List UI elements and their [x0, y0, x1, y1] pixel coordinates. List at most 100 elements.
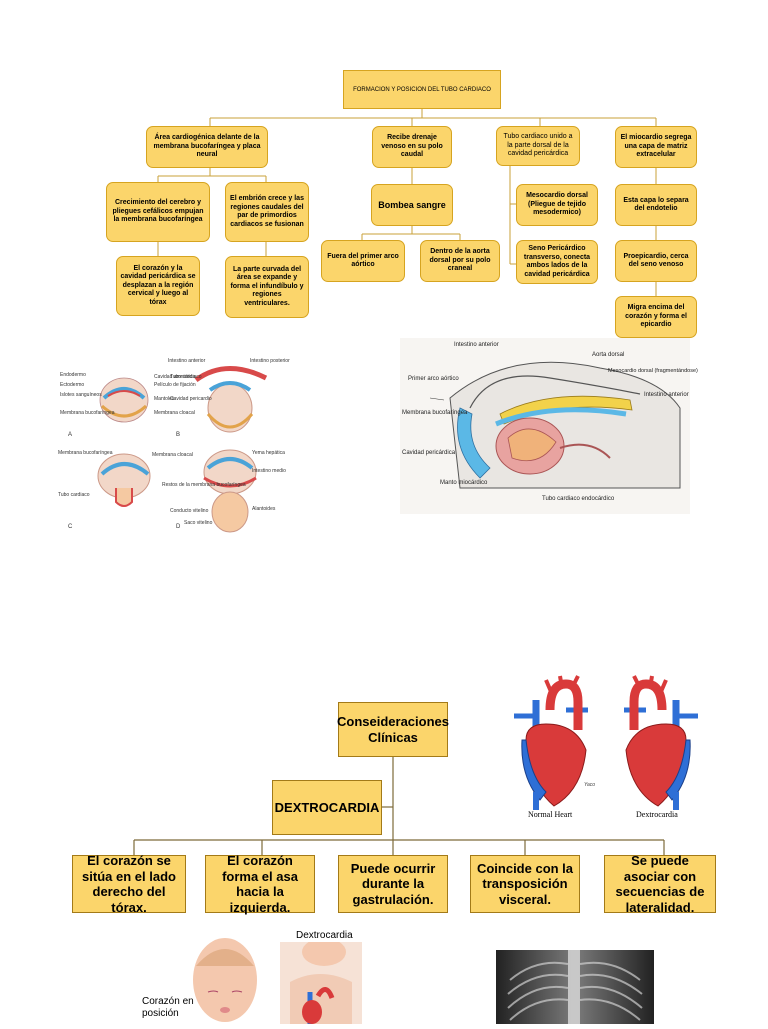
col2-head-text: Recibe drenaje venoso en su polo caudal — [381, 134, 443, 159]
dextrocardia-box: DEXTROCARDIA — [272, 780, 382, 835]
col1-head: Área cardiogénica delante de la membrana… — [146, 126, 268, 168]
label-tubo-cardiaco-c: Tubo cardiaco — [58, 492, 90, 498]
col2-right: Dentro de la aorta dorsal por su polo cr… — [420, 240, 500, 282]
label-intestino-anterior-b: Intestino anterior — [168, 358, 206, 364]
col1-left1: Crecimiento del cerebro y pliegues cefál… — [106, 182, 210, 242]
letter-d: D — [176, 524, 181, 530]
letter-a: A — [68, 432, 73, 438]
col4-head-text: El miocardio segrega una capa de matriz … — [620, 134, 692, 159]
label-manto-miocardico: Manto miocárdico — [440, 480, 488, 486]
clinical-item-1: El corazón se sitúa en el lado derecho d… — [72, 853, 186, 915]
artist-signature: Yaco — [584, 782, 596, 788]
chart-title-box: FORMACION Y POSICION DEL TUBO CARDIACO — [343, 70, 501, 109]
col2-left: Fuera del primer arco aórtico — [321, 240, 405, 282]
label-islotes: Islotes sanguíneos — [60, 392, 102, 398]
section-drawing — [429, 361, 681, 489]
label-intestino-anterior-top: Intestino anterior — [454, 342, 499, 348]
col3-head: Tubo cardiaco unido a la parte dorsal de… — [496, 126, 580, 166]
label-intestino-posterior: Intestino posterior — [250, 358, 290, 364]
label-membrana-a: Membrana bucofaríngea — [60, 410, 115, 416]
label-membrana-cloacal-a: Membrana cloacal — [154, 410, 195, 416]
col4-head: El miocardio segrega una capa de matriz … — [615, 126, 697, 168]
label-mantoles: Mantoles — [154, 396, 175, 402]
label-saco-vitelino: Saco vitelino — [184, 520, 213, 526]
normal-heart-label: Normal Heart — [528, 810, 573, 819]
col4-b2-text: Proepicardio, cerca del seno venoso — [623, 252, 689, 269]
xray-image — [496, 950, 654, 1024]
col4-b1: Esta capa lo separa del endotelio — [615, 184, 697, 226]
label-membrana-c: Membrana bucofaríngea — [58, 450, 113, 456]
col1-left2-text: El corazón y la cavidad pericárdica se d… — [120, 264, 196, 306]
dextro-heart-label: Dextrocardia — [636, 810, 678, 819]
label-alantoides: Alantoides — [252, 506, 276, 512]
label-endodermo: Endodermo — [60, 372, 86, 378]
label-tubo-cardiaco-b: Tubo cardiaco — [170, 374, 202, 380]
label-ectodermo: Ectodermo — [60, 382, 85, 388]
label-yema-hepatica: Yema hepática — [252, 450, 285, 456]
col1-head-text: Área cardiogénica delante de la membrana… — [153, 134, 261, 159]
baby-dextro-image — [280, 938, 362, 1024]
label-tubo-endocardico: Tubo cardiaco endocárdico — [542, 496, 615, 502]
clinical-item-3: Puede ocurrir durante la gastrulación. — [338, 855, 448, 913]
label-intestino-medio: Intestino medio — [252, 468, 286, 474]
label-mesocardio-dorsal: Mesocardio dorsal (fragmentándose) — [608, 368, 698, 374]
clinical-item-4-text: Coincide con la transposición visceral. — [476, 860, 574, 907]
col3-b1: Mesocardio dorsal (Pliegue de tejido mes… — [516, 184, 598, 226]
col3-b2-text: Seno Pericárdico transverso, conecta amb… — [523, 245, 591, 278]
col1-right2-text: La parte curvada del área se expande y f… — [230, 265, 304, 307]
col3-b2: Seno Pericárdico transverso, conecta amb… — [516, 240, 598, 284]
dextrocardia-label: DEXTROCARDIA — [274, 799, 380, 815]
baby-dextro-drawing — [280, 938, 362, 1024]
embryo-drawing — [97, 366, 268, 533]
clinical-item-2-text: El corazón forma el asa hacia la izquier… — [222, 853, 298, 915]
label-conducto-vitelino: Conducto vitelino — [170, 508, 209, 514]
label-membrana-cloacal-c: Membrana cloacal — [152, 452, 193, 458]
label-cavidad-amniotica: Cavidad amniótica — [154, 374, 196, 380]
col2-right-text: Dentro de la aorta dorsal por su polo cr… — [429, 248, 491, 273]
col3-b1-text: Mesocardio dorsal (Pliegue de tejido mes… — [526, 192, 588, 217]
col4-b2: Proepicardio, cerca del seno venoso — [615, 240, 697, 282]
letter-c: C — [68, 524, 73, 530]
label-cavidad-pericardio-b: Cavidad pericardio — [170, 396, 212, 402]
section-figure: Intestino anterior Aorta dorsal Mesocard… — [400, 338, 698, 514]
col1-left1-text: Crecimiento del cerebro y pliegues cefál… — [112, 199, 204, 224]
heart-figure: Normal Heart Dextrocardia Yaco — [496, 668, 718, 830]
col1-left2: El corazón y la cavidad pericárdica se d… — [116, 256, 200, 316]
col2-mid-text: Bombea sangre — [378, 199, 446, 210]
chart-title: FORMACION Y POSICION DEL TUBO CARDIACO — [353, 86, 491, 93]
label-primer-arco: Primer arco aórtico — [408, 376, 459, 382]
clinical-item-4: Coincide con la transposición visceral. — [470, 855, 580, 913]
baby-normal-image — [190, 936, 260, 1024]
label-aorta-dorsal: Aorta dorsal — [592, 352, 625, 358]
clinical-item-5: Se puede asociar con secuencias de later… — [604, 853, 716, 915]
baby-normal-label: Corazón en posición — [142, 996, 194, 1019]
heart-drawing — [514, 675, 698, 810]
col4-b1-text: Esta capa lo separa del endotelio — [623, 196, 689, 213]
clinical-item-1-text: El corazón se sitúa en el lado derecho d… — [82, 853, 176, 915]
xray-drawing — [496, 950, 654, 1024]
label-cavidad-pericardica: Cavidad pericárdica — [402, 450, 456, 456]
col1-right2: La parte curvada del área se expande y f… — [225, 256, 309, 318]
baby-normal-drawing — [193, 938, 257, 1022]
letter-b: B — [176, 432, 181, 438]
clinical-item-3-text: Puede ocurrir durante la gastrulación. — [350, 860, 436, 907]
embryo-figure: Endodermo Ectodermo Islotes sanguíneos M… — [54, 352, 290, 540]
label-restos: Restos de la membrana bucofaríngea — [162, 482, 246, 488]
label-peliculo: Películo de fijación — [154, 382, 196, 388]
col4-b3-text: Migra encima del corazón y forma el epic… — [625, 304, 687, 329]
col1-right1: El embrión crece y las regiones caudales… — [225, 182, 309, 242]
label-intestino-anterior-right: Intestino anterior — [644, 392, 689, 398]
col4-b3: Migra encima del corazón y forma el epic… — [615, 296, 697, 338]
baby-dextro-label: Dextrocardia — [296, 930, 353, 941]
col3-head-text: Tubo cardiaco unido a la parte dorsal de… — [503, 133, 573, 158]
clinical-item-5-text: Se puede asociar con secuencias de later… — [615, 853, 705, 915]
col2-left-text: Fuera del primer arco aórtico — [327, 252, 399, 269]
clinical-item-2: El corazón forma el asa hacia la izquier… — [205, 853, 315, 915]
col2-head: Recibe drenaje venoso en su polo caudal — [372, 126, 452, 168]
clinical-title: Conseideraciones Clínicas — [337, 714, 449, 745]
label-membrana-bucofaringea: Membrana bucofaríngea — [402, 410, 468, 416]
col1-right1-text: El embrión crece y las regiones caudales… — [230, 195, 304, 228]
clinical-title-box: Conseideraciones Clínicas — [337, 702, 449, 757]
col2-mid: Bombea sangre — [371, 184, 453, 226]
